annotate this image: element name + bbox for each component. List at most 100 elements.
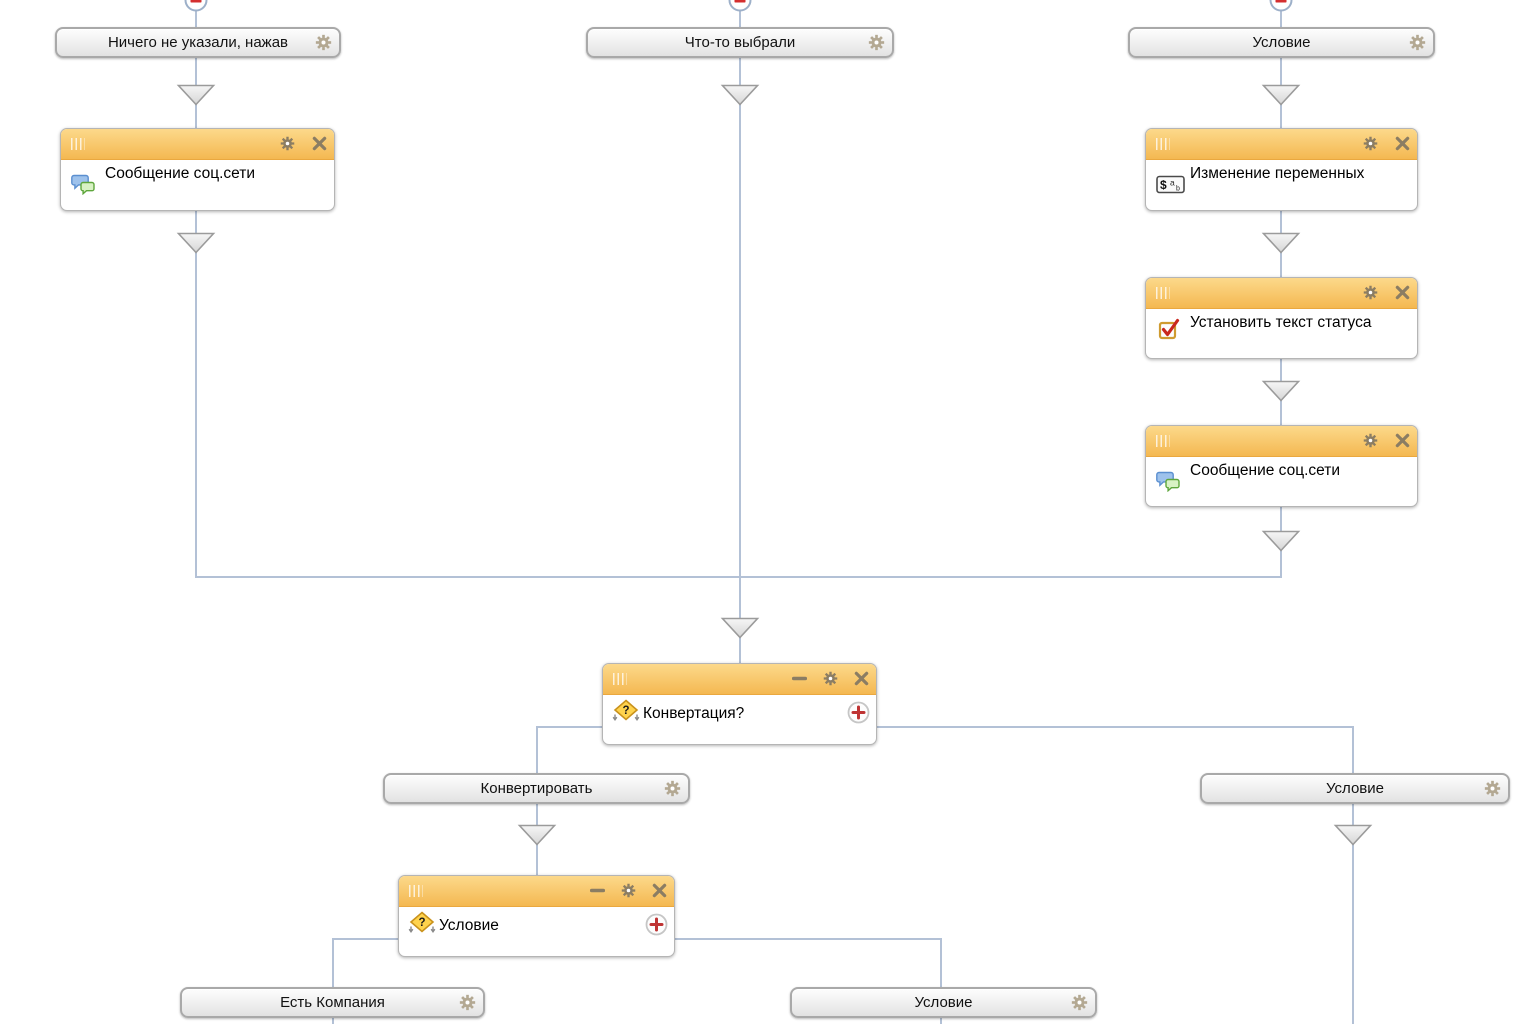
branch-label-text: Условие: [1326, 780, 1384, 797]
gear-icon[interactable]: [621, 883, 636, 898]
gear-icon[interactable]: [280, 136, 295, 151]
connector-line: [1280, 6, 1282, 27]
close-icon[interactable]: [652, 883, 667, 898]
node-title: Сообщение соц.сети: [105, 165, 255, 182]
branch-label-nothing-specified[interactable]: Ничего не указали, нажав: [55, 27, 341, 58]
connector-line: [940, 938, 942, 987]
gear-icon[interactable]: [1409, 34, 1426, 51]
activity-node-set-status-text[interactable]: Установить текст статуса: [1145, 277, 1418, 359]
node-body: Сообщение соц.сети: [1146, 457, 1417, 507]
activity-node-set-variables[interactable]: $ a b Изменение переменных: [1145, 128, 1418, 211]
branch-label-text: Ничего не указали, нажав: [107, 34, 289, 51]
activity-node-condition[interactable]: ? Условие: [398, 875, 675, 957]
delete-branch-button[interactable]: [1268, 0, 1294, 13]
gear-icon[interactable]: [1071, 994, 1088, 1011]
connector-line: [195, 6, 197, 27]
node-title: Конвертация?: [643, 705, 745, 722]
gear-icon[interactable]: [664, 780, 681, 797]
gear-icon[interactable]: [315, 34, 332, 51]
svg-text:?: ?: [622, 705, 629, 717]
node-header[interactable]: [1146, 426, 1417, 457]
connector-line: [876, 726, 1354, 728]
close-icon[interactable]: [854, 671, 869, 686]
close-icon[interactable]: [312, 136, 327, 151]
connector-line: [536, 726, 538, 773]
connector-line: [332, 938, 399, 940]
collapse-icon[interactable]: [590, 883, 605, 898]
arrow-down-icon: [176, 84, 216, 106]
branch-label-text: Условие: [1252, 34, 1311, 51]
branch-label-convert[interactable]: Конвертировать: [383, 773, 690, 804]
node-title: Условие: [439, 917, 499, 934]
node-header[interactable]: [603, 664, 876, 695]
drag-handle-icon[interactable]: [71, 138, 85, 150]
node-header[interactable]: [399, 876, 674, 907]
branch-label-condition-bottom[interactable]: Условие: [790, 987, 1097, 1018]
close-icon[interactable]: [1395, 136, 1410, 151]
activity-node-social-message[interactable]: Сообщение соц.сети: [60, 128, 335, 211]
connector-line: [739, 58, 741, 663]
gear-icon[interactable]: [1363, 136, 1378, 151]
add-branch-button[interactable]: [847, 701, 870, 724]
node-body: Установить текст статуса: [1146, 309, 1417, 359]
drag-handle-icon[interactable]: [613, 673, 627, 685]
branch-label-text: Условие: [914, 994, 973, 1011]
arrow-down-icon: [176, 232, 216, 254]
variables-icon: $ a b: [1156, 175, 1185, 194]
node-title: Установить текст статуса: [1190, 314, 1372, 331]
gear-icon[interactable]: [868, 34, 885, 51]
arrow-down-icon: [720, 617, 760, 639]
arrow-down-icon: [1261, 232, 1301, 254]
connector-line: [195, 58, 197, 578]
node-header[interactable]: [1146, 129, 1417, 160]
arrow-down-icon: [1261, 530, 1301, 552]
branch-label-condition-right[interactable]: Условие: [1200, 773, 1510, 804]
close-icon[interactable]: [1395, 285, 1410, 300]
connector-line: [536, 726, 603, 728]
drag-handle-icon[interactable]: [1156, 435, 1170, 447]
connector-line: [1352, 726, 1354, 773]
svg-text:b: b: [1176, 186, 1180, 193]
condition-diamond-icon: ?: [612, 699, 640, 722]
collapse-icon[interactable]: [792, 671, 807, 686]
drag-handle-icon[interactable]: [1156, 138, 1170, 150]
node-body: $ a b Изменение переменных: [1146, 160, 1417, 210]
close-icon[interactable]: [1395, 433, 1410, 448]
delete-branch-button[interactable]: [183, 0, 209, 13]
arrow-down-icon: [1333, 824, 1373, 846]
drag-handle-icon[interactable]: [1156, 287, 1170, 299]
connector-line: [1352, 804, 1354, 1024]
drag-handle-icon[interactable]: [409, 885, 423, 897]
social-message-icon: [70, 174, 97, 195]
branch-label-condition-top[interactable]: Условие: [1128, 27, 1435, 58]
gear-icon[interactable]: [1484, 780, 1501, 797]
svg-text:a: a: [1170, 178, 1175, 188]
activity-node-social-message[interactable]: Сообщение соц.сети: [1145, 425, 1418, 507]
node-header[interactable]: [1146, 278, 1417, 309]
condition-diamond-icon: ?: [408, 911, 436, 934]
connector-line: [332, 938, 334, 987]
branch-label-something-selected[interactable]: Что-то выбрали: [586, 27, 894, 58]
status-checkbox-icon: [1158, 317, 1182, 341]
gear-icon[interactable]: [1363, 433, 1378, 448]
gear-icon[interactable]: [459, 994, 476, 1011]
social-message-icon: [1155, 471, 1182, 492]
node-title: Изменение переменных: [1190, 165, 1365, 182]
branch-label-text: Что-то выбрали: [684, 34, 796, 51]
gear-icon[interactable]: [823, 671, 838, 686]
branch-label-text: Есть Компания: [280, 994, 385, 1011]
arrow-down-icon: [1261, 84, 1301, 106]
connector-line: [739, 6, 741, 27]
node-body: ? Конвертация?: [603, 695, 876, 744]
gear-icon[interactable]: [1363, 285, 1378, 300]
activity-node-conversion-condition[interactable]: ? Конвертация?: [602, 663, 877, 745]
connector-line: [674, 938, 942, 940]
delete-branch-button[interactable]: [727, 0, 753, 13]
branch-label-text: Конвертировать: [480, 780, 593, 797]
node-title: Сообщение соц.сети: [1190, 462, 1340, 479]
add-branch-button[interactable]: [645, 913, 668, 936]
node-header[interactable]: [61, 129, 334, 160]
connector-line: [332, 1017, 334, 1024]
branch-label-has-company[interactable]: Есть Компания: [180, 987, 485, 1018]
